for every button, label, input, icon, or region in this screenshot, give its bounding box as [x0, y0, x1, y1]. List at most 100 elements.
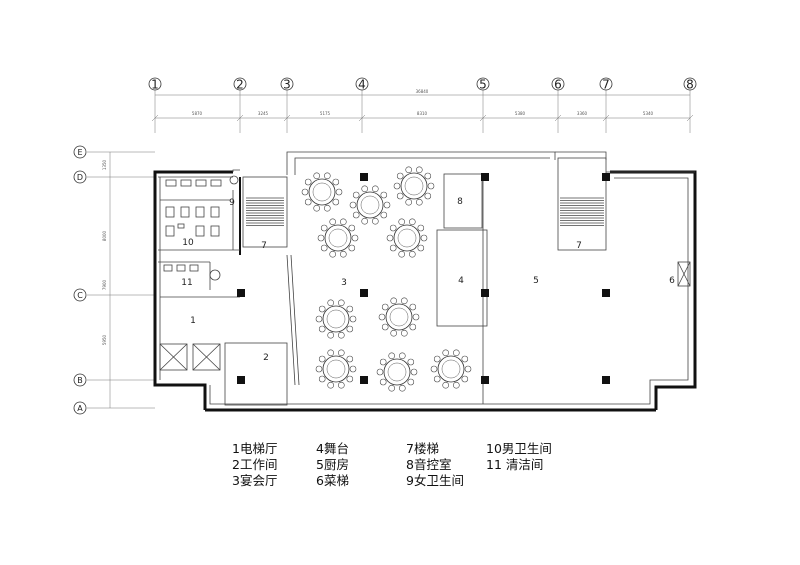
structural-column [360, 173, 368, 181]
chair [417, 224, 425, 232]
room-label-8: 8 [457, 197, 463, 207]
chair [452, 381, 460, 389]
chair [408, 250, 416, 258]
axis-bubble-5: 5 [476, 78, 490, 92]
chair [396, 192, 404, 200]
chair [433, 355, 441, 363]
chair [461, 375, 469, 383]
dim-3-4: 5175 [320, 111, 331, 116]
chair [389, 244, 397, 252]
svg-text:5950: 5950 [102, 334, 107, 345]
stair-left-treads [246, 197, 284, 226]
room-label-3: 3 [341, 278, 347, 288]
exterior-walls [153, 151, 697, 412]
round-table [376, 352, 418, 392]
chair [337, 331, 345, 339]
room-label-11: 11 [181, 278, 192, 288]
legend-item: 6菜梯 [316, 473, 349, 488]
chair [408, 218, 416, 226]
chair [380, 211, 388, 219]
chair [313, 172, 321, 180]
chair [386, 234, 394, 242]
table-inner-ring [397, 228, 417, 248]
chair [452, 349, 460, 357]
structural-column [602, 173, 610, 181]
chair [327, 331, 335, 339]
chair [376, 368, 384, 376]
axis-bubble-E: E [73, 145, 87, 159]
chair [349, 315, 357, 323]
chair [337, 349, 345, 357]
chair [410, 368, 418, 376]
axis-bubble-3: 3 [280, 78, 294, 92]
chair [304, 178, 312, 186]
legend-item: 2工作间 [232, 457, 278, 472]
legend-item: 4舞台 [316, 441, 349, 456]
axis-bubble-2: 2 [233, 78, 247, 92]
column-axes: 1 2 3 4 5 6 7 8 [148, 78, 697, 92]
left-dimensions: 1350 8000 7900 5950 [102, 159, 107, 345]
chair [318, 375, 326, 383]
chair [400, 329, 408, 337]
svg-text:6: 6 [554, 78, 562, 92]
structural-columns [237, 173, 610, 384]
legend-item: 11 清洁间 [486, 457, 544, 472]
svg-text:7: 7 [602, 78, 610, 92]
chair [339, 218, 347, 226]
chair [398, 352, 406, 360]
chair [389, 224, 397, 232]
chair [405, 166, 413, 174]
interior-walls [158, 157, 691, 406]
dim-tick [358, 114, 366, 122]
dim-7-8: 5340 [643, 111, 654, 116]
room-label-9: 9 [229, 198, 235, 208]
stair-right-treads [560, 197, 604, 226]
svg-text:2: 2 [236, 78, 244, 92]
chair [337, 381, 345, 389]
svg-text:5: 5 [479, 78, 487, 92]
chair [405, 198, 413, 206]
chair [388, 384, 396, 392]
svg-text:E: E [77, 148, 82, 157]
chair [388, 352, 396, 360]
chair [332, 198, 340, 206]
svg-text:1350: 1350 [102, 159, 107, 170]
chair [412, 313, 420, 321]
chair [348, 244, 356, 252]
structural-column [237, 289, 245, 297]
round-table [430, 349, 472, 389]
chair [398, 218, 406, 226]
chair [420, 234, 428, 242]
chair [327, 299, 335, 307]
structural-column [602, 376, 610, 384]
chair [379, 378, 387, 386]
axis-bubble-D: D [73, 170, 87, 184]
chair [317, 234, 325, 242]
chair [427, 182, 435, 190]
room-legend: 1电梯厅 2工作间 3宴会厅 4舞台 5厨房 6菜梯 7楼梯 8音控室 9女卫生… [232, 441, 592, 501]
chair [320, 244, 328, 252]
chair [442, 349, 450, 357]
axis-bubble-4: 4 [355, 78, 369, 92]
chair [346, 305, 354, 313]
chair [349, 201, 357, 209]
chair [381, 323, 389, 331]
chair [424, 192, 432, 200]
svg-text:8: 8 [686, 78, 694, 92]
chair [433, 375, 441, 383]
axis-bubble-7: 7 [599, 78, 613, 92]
legend-column-2: 4舞台 5厨房 6菜梯 [316, 441, 349, 489]
room-label-7-right: 7 [576, 241, 582, 251]
table-inner-ring [328, 228, 348, 248]
room-label-7-left: 7 [261, 241, 267, 251]
dim-tick [479, 114, 487, 122]
chair [398, 250, 406, 258]
chair [315, 315, 323, 323]
chair [409, 323, 417, 331]
dim-tick [554, 114, 562, 122]
chair [335, 188, 343, 196]
chair [393, 182, 401, 190]
legend-column-4: 10男卫生间 11 清洁间 [486, 441, 552, 473]
dim-2-3: 3245 [258, 111, 269, 116]
legend-item: 5厨房 [316, 457, 349, 472]
